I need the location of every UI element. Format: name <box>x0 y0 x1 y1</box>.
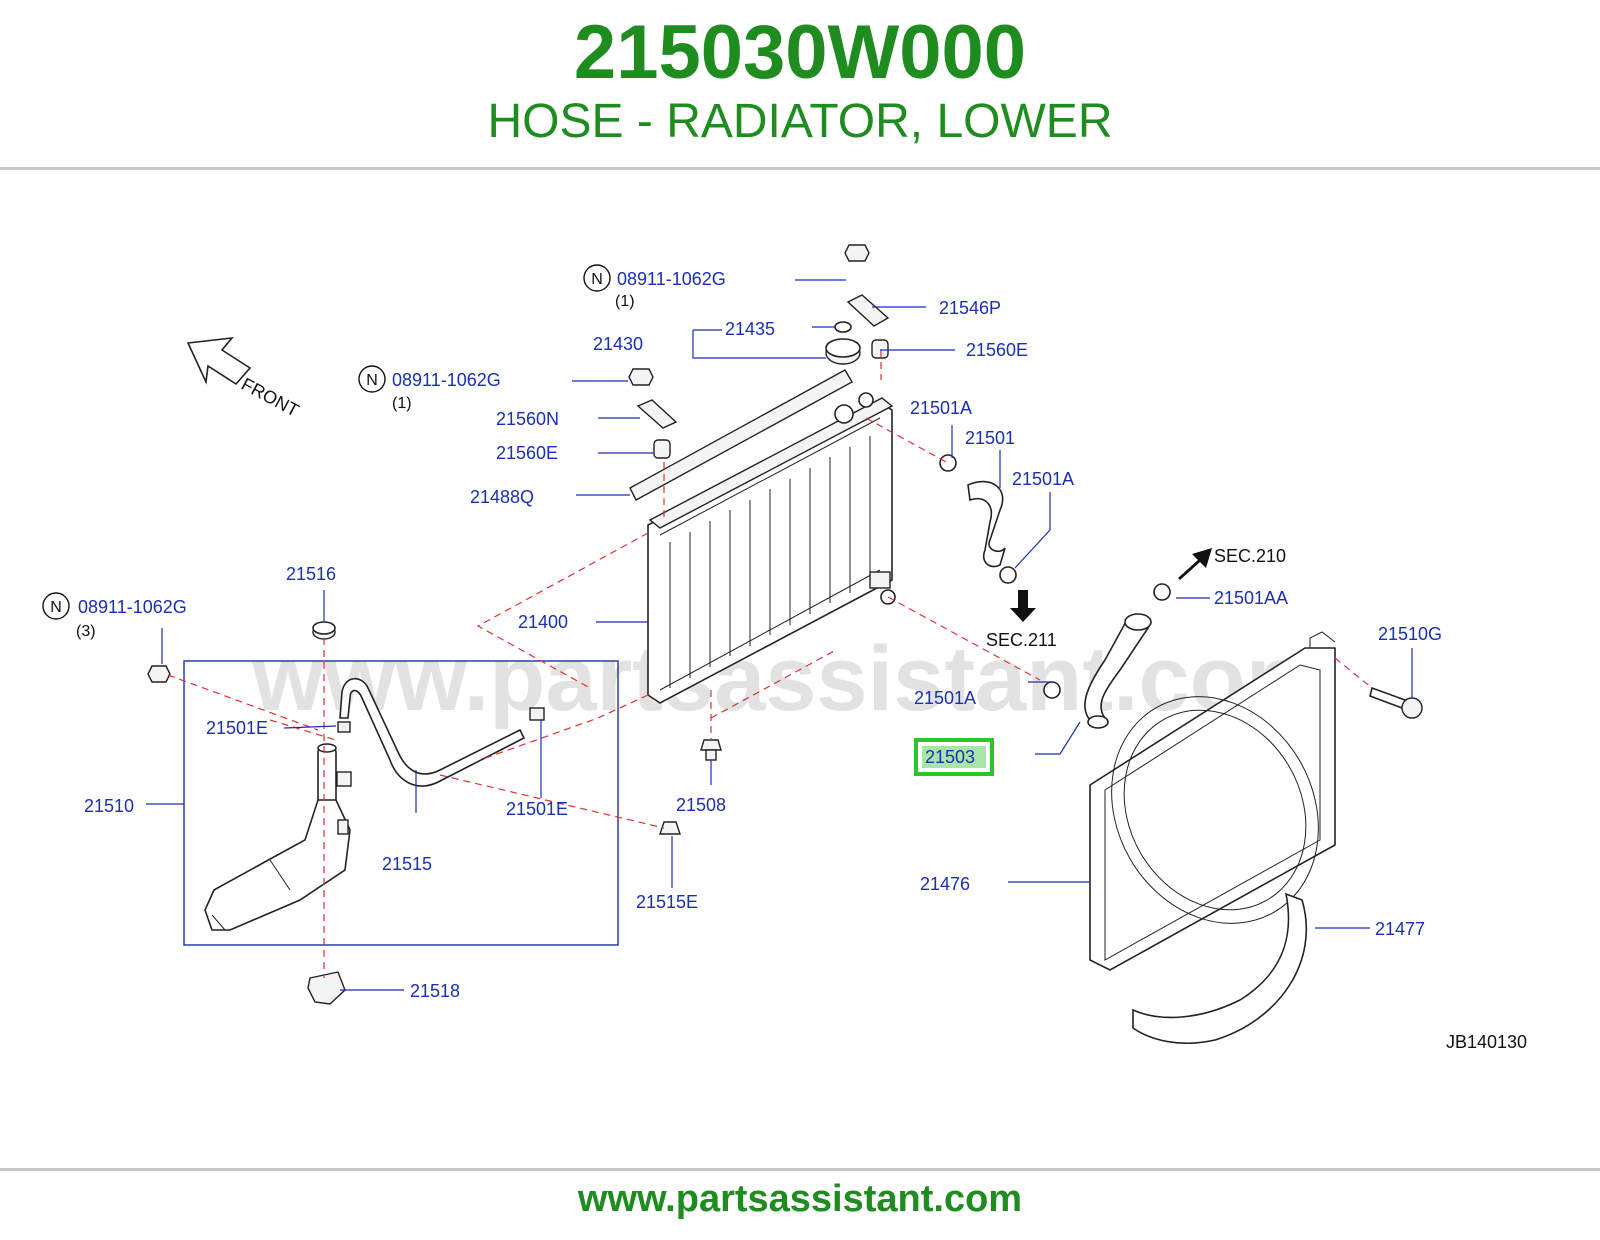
callout-21503[interactable]: 21503 <box>925 747 975 767</box>
callout-21560n[interactable]: 21560N <box>496 409 559 429</box>
callout-08911-1062g-left[interactable]: 08911-1062G <box>392 370 501 390</box>
reservoir-drawing <box>204 743 352 931</box>
radiator-cap-drawing <box>825 321 861 365</box>
callout-21515[interactable]: 21515 <box>382 854 432 874</box>
clamp-e2-drawing <box>529 707 545 721</box>
callout-21501[interactable]: 21501 <box>965 428 1015 448</box>
far-left-nut-drawing <box>147 665 171 683</box>
callout-21518[interactable]: 21518 <box>410 981 460 1001</box>
callout-21510[interactable]: 21510 <box>84 796 134 816</box>
callout-sec-211[interactable]: SEC.211 <box>986 630 1057 650</box>
left-nut-drawing <box>628 368 654 386</box>
callout-21477[interactable]: 21477 <box>1375 919 1425 939</box>
top-nut-drawing <box>844 244 870 262</box>
assembly-dashed-lines <box>167 350 1373 978</box>
top-mount-drawing <box>871 339 889 359</box>
callout-21430[interactable]: 21430 <box>593 334 643 354</box>
sec-210-arrow-icon <box>1178 548 1212 580</box>
leader-lines <box>146 279 1413 991</box>
reservoir-cap-drawing <box>312 621 336 640</box>
diagram-id: JB140130 <box>1446 1032 1527 1052</box>
callout-sec-210[interactable]: SEC.210 <box>1214 546 1286 566</box>
reservoir-group-box <box>183 660 619 946</box>
callout-qty-top: (1) <box>615 293 635 310</box>
callout-08911-1062g-far-left[interactable]: 08911-1062G <box>78 597 187 617</box>
clamp-515e-drawing <box>659 821 681 835</box>
part-number-title: 215030W000 <box>573 10 1027 95</box>
watermark-text: www.partsassistant.com <box>251 628 1327 730</box>
sec-211-arrow-icon <box>1010 590 1036 622</box>
callout-21546p[interactable]: 21546P <box>939 298 1001 318</box>
parts-diagram: www.partsassistant.com FRONT <box>42 244 1527 1052</box>
reservoir-bracket-drawing <box>307 971 346 1005</box>
left-mount-drawing <box>653 439 671 459</box>
fan-screw-drawing <box>1369 686 1423 719</box>
callout-21516[interactable]: 21516 <box>286 564 336 584</box>
callout-qty-left: (1) <box>392 395 412 412</box>
fan-shroud-drawing <box>1089 631 1336 971</box>
svg-text:N: N <box>366 372 378 389</box>
callout-21508[interactable]: 21508 <box>676 795 726 815</box>
header-divider <box>0 167 1600 170</box>
callout-21501e-1[interactable]: 21501E <box>206 718 268 738</box>
callout-21501a-1[interactable]: 21501A <box>910 398 972 418</box>
callout-21488q[interactable]: 21488Q <box>470 487 534 507</box>
highlight-fill <box>922 746 986 768</box>
front-arrow-icon <box>186 336 252 386</box>
front-label: FRONT <box>238 374 302 421</box>
svg-text:N: N <box>591 271 603 288</box>
drain-cock-drawing <box>700 739 722 761</box>
upper-hose-drawing <box>939 454 1017 584</box>
callout-21435[interactable]: 21435 <box>725 319 775 339</box>
left-bracket-drawing <box>636 399 678 429</box>
lower-shroud-drawing <box>1132 892 1307 1045</box>
callout-21510g[interactable]: 21510G <box>1378 624 1442 644</box>
callout-21501a-lower[interactable]: 21501A <box>914 688 976 708</box>
top-bracket-drawing <box>846 294 890 327</box>
svg-text:N: N <box>50 599 62 616</box>
reservoir-hose-drawing <box>339 677 526 787</box>
callout-21560e-left[interactable]: 21560E <box>496 443 558 463</box>
highlight-box <box>914 738 994 776</box>
callout-21515e[interactable]: 21515E <box>636 892 698 912</box>
lower-hose-drawing <box>1043 583 1171 729</box>
callout-08911-1062g-top[interactable]: 08911-1062G <box>617 269 726 289</box>
callout-21501aa[interactable]: 21501AA <box>1214 588 1288 608</box>
part-description: HOSE - RADIATOR, LOWER <box>487 95 1113 148</box>
seal-strip-drawing <box>629 369 853 501</box>
highlighted-part-21503[interactable]: 21503 <box>914 738 994 776</box>
callout-21476[interactable]: 21476 <box>920 874 970 894</box>
footer-divider <box>0 1168 1600 1171</box>
callout-21400[interactable]: 21400 <box>518 612 568 632</box>
nut-marker-far-left-icon: N <box>42 592 70 620</box>
callout-qty-far-left: (3) <box>76 623 96 640</box>
nut-marker-top-icon: N <box>583 264 611 292</box>
callout-21501a-2[interactable]: 21501A <box>1012 469 1074 489</box>
callout-21560e-top[interactable]: 21560E <box>966 340 1028 360</box>
callout-21501e-2[interactable]: 21501E <box>506 799 568 819</box>
nut-marker-left-icon: N <box>358 365 386 393</box>
footer-url-link[interactable]: www.partsassistant.com <box>577 1178 1023 1220</box>
clamp-e1-drawing <box>337 721 351 733</box>
